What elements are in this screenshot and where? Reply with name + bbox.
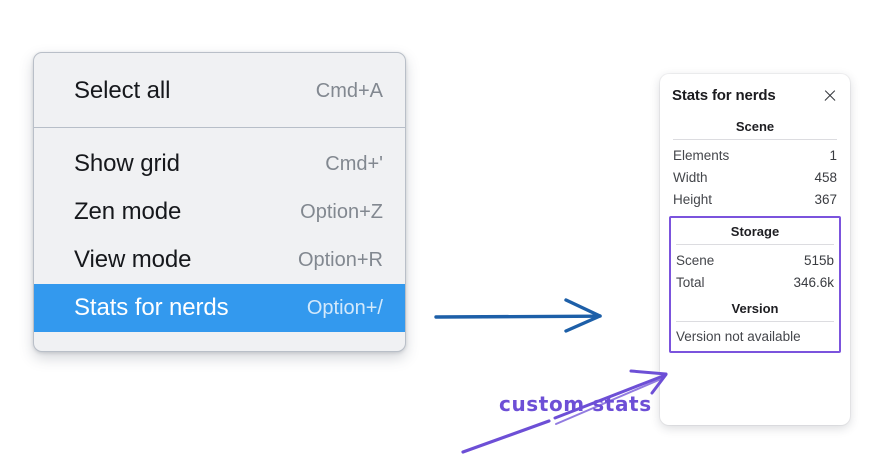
section-title: Storage — [730, 224, 780, 239]
menu-item-show-grid[interactable]: Show grid Cmd+' — [34, 140, 405, 188]
section-rule — [676, 244, 834, 245]
custom-stats-highlight-box: Storage Scene 515b Total 346.6k Version … — [669, 216, 841, 353]
stats-row-width: Width 458 — [672, 166, 838, 188]
stats-row-storage-scene: Scene 515b — [675, 249, 835, 271]
menu-divider — [34, 127, 405, 128]
stats-row-value: 515b — [803, 252, 834, 268]
purple-underline-stroke — [461, 419, 551, 454]
close-icon[interactable] — [822, 88, 838, 104]
stats-row-value: 346.6k — [793, 274, 834, 290]
stats-row-storage-total: Total 346.6k — [675, 271, 835, 293]
stats-row-height: Height 367 — [672, 188, 838, 210]
blue-arrow — [434, 298, 602, 333]
menu-item-label: Show grid — [74, 150, 180, 177]
menu-item-shortcut: Cmd+A — [315, 79, 383, 102]
menu-item-label: Stats for nerds — [74, 294, 229, 321]
stats-row-value: 1 — [829, 147, 837, 163]
section-title: Version — [731, 301, 779, 316]
menu-item-shortcut: Cmd+' — [325, 152, 383, 175]
menu-item-stats-for-nerds[interactable]: Stats for nerds Option+/ — [34, 284, 405, 332]
stats-section-version: Version Version not available — [675, 293, 835, 345]
stats-row-label: Scene — [676, 252, 715, 268]
custom-stats-annotation-label: custom stats — [499, 392, 652, 416]
stats-row-value: 367 — [814, 191, 837, 207]
menu-bottom-padding — [34, 332, 405, 351]
context-menu: Select all Cmd+A Show grid Cmd+' Zen mod… — [33, 52, 406, 352]
menu-group-view: Show grid Cmd+' Zen mode Option+Z View m… — [34, 128, 405, 351]
menu-item-shortcut: Option+R — [297, 248, 383, 271]
stats-panel-title: Stats for nerds — [672, 87, 776, 104]
stats-row-elements: Elements 1 — [672, 144, 838, 166]
stats-row-label: Width — [673, 169, 708, 185]
stats-row-value: 458 — [814, 169, 837, 185]
stats-row-label: Elements — [673, 147, 730, 163]
stats-section-storage: Storage Scene 515b Total 346.6k — [675, 223, 835, 293]
menu-item-label: View mode — [74, 246, 192, 273]
menu-group-selection: Select all Cmd+A — [34, 53, 405, 127]
stats-row-label: Height — [673, 191, 713, 207]
menu-item-label: Select all — [74, 77, 171, 104]
menu-item-view-mode[interactable]: View mode Option+R — [34, 236, 405, 284]
stats-section-scene: Scene Elements 1 Width 458 Height 367 — [672, 118, 838, 210]
section-rule — [673, 139, 837, 140]
menu-item-shortcut: Option+/ — [306, 296, 383, 319]
menu-item-select-all[interactable]: Select all Cmd+A — [34, 67, 405, 115]
section-title: Scene — [735, 119, 775, 134]
version-not-available-text: Version not available — [676, 329, 801, 344]
menu-item-label: Zen mode — [74, 198, 182, 225]
menu-item-zen-mode[interactable]: Zen mode Option+Z — [34, 188, 405, 236]
stats-row-label: Total — [676, 274, 705, 290]
stats-panel-header: Stats for nerds — [672, 87, 838, 104]
stats-for-nerds-panel: Stats for nerds Scene Elements 1 Width 4… — [660, 74, 850, 425]
menu-item-shortcut: Option+Z — [300, 200, 383, 223]
section-rule — [676, 321, 834, 322]
